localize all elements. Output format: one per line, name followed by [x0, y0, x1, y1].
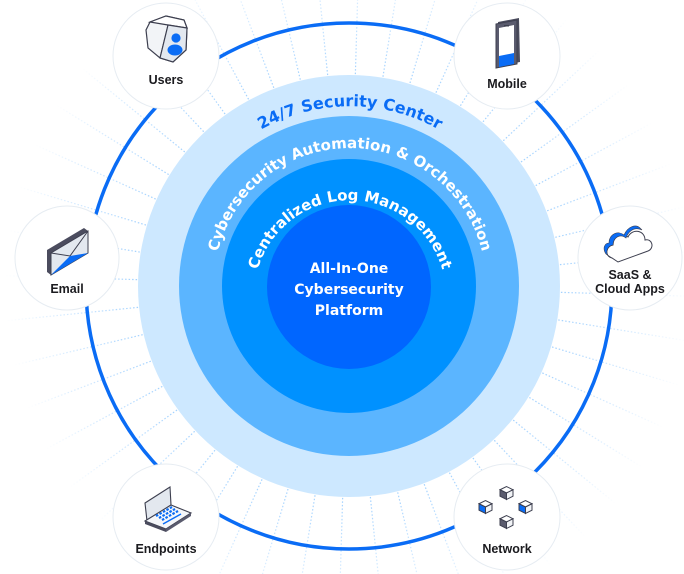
dotted-ray	[369, 496, 379, 574]
dotted-ray	[13, 334, 143, 366]
dotted-ray	[558, 319, 684, 341]
core-label-line-3: Platform	[315, 303, 383, 319]
dotted-ray	[280, 0, 301, 80]
core-label-line-2: Cybersecurity	[294, 282, 403, 298]
dotted-ray	[512, 419, 617, 505]
dotted-ray	[261, 488, 289, 574]
node-label-users: Users	[149, 73, 184, 87]
dotted-ray	[339, 497, 344, 574]
dotted-ray	[34, 143, 156, 200]
node-label-endpoints: Endpoints	[135, 542, 196, 556]
dotted-ray	[81, 67, 186, 153]
dotted-ray	[239, 0, 275, 89]
dotted-ray	[301, 495, 316, 574]
dotted-ray	[397, 492, 418, 574]
laptop-icon	[143, 486, 193, 532]
network-cubes-icon	[477, 485, 534, 530]
node-endpoints[interactable]: Endpoints	[112, 463, 220, 571]
dotted-ray	[535, 122, 654, 187]
dotted-ray	[26, 360, 152, 409]
dotted-ray	[354, 0, 359, 75]
dotted-ray	[44, 385, 163, 450]
dotted-ray	[555, 206, 684, 238]
dotted-ray	[551, 346, 680, 386]
dotted-ray	[409, 0, 436, 84]
cloud-icon	[603, 225, 653, 263]
node-label-saas-line-2: Cloud Apps	[595, 282, 665, 296]
node-label-mobile: Mobile	[487, 77, 527, 91]
cube-shape	[498, 485, 515, 501]
smartphone-icon	[495, 18, 520, 69]
dotted-ray	[5, 306, 139, 322]
dotted-ray	[194, 0, 250, 100]
envelope-icon	[47, 228, 89, 276]
dotted-ray	[529, 396, 643, 468]
diagram-content: 24/7 Security Center Cybersecurity Autom…	[4, 0, 684, 574]
dotted-ray	[546, 163, 672, 212]
node-users[interactable]: Users	[112, 2, 220, 110]
cube-shape	[517, 499, 534, 515]
node-label-network: Network	[482, 542, 531, 556]
node-network[interactable]: Network	[453, 463, 561, 571]
dotted-ray	[18, 186, 147, 226]
node-saas[interactable]: SaaS & Cloud Apps	[577, 205, 683, 311]
dotted-ray	[68, 409, 178, 489]
dotted-ray	[502, 49, 601, 142]
dotted-ray	[382, 0, 397, 77]
dotted-ray	[55, 104, 169, 176]
node-email[interactable]: Email	[14, 205, 120, 311]
node-label-saas-line-1: SaaS &	[608, 268, 651, 282]
dotted-ray	[319, 0, 329, 76]
cube-shape	[498, 514, 515, 530]
dotted-ray	[520, 83, 630, 163]
node-mobile[interactable]: Mobile	[453, 2, 561, 110]
dotted-ray	[435, 0, 479, 93]
node-label-email: Email	[50, 282, 83, 296]
shield-user-icon	[145, 15, 188, 63]
core-label-line-1: All-In-One	[310, 261, 389, 277]
dotted-ray	[542, 372, 664, 429]
dotted-ray	[493, 439, 586, 538]
cube-shape	[477, 499, 494, 515]
core-circle	[267, 205, 431, 369]
